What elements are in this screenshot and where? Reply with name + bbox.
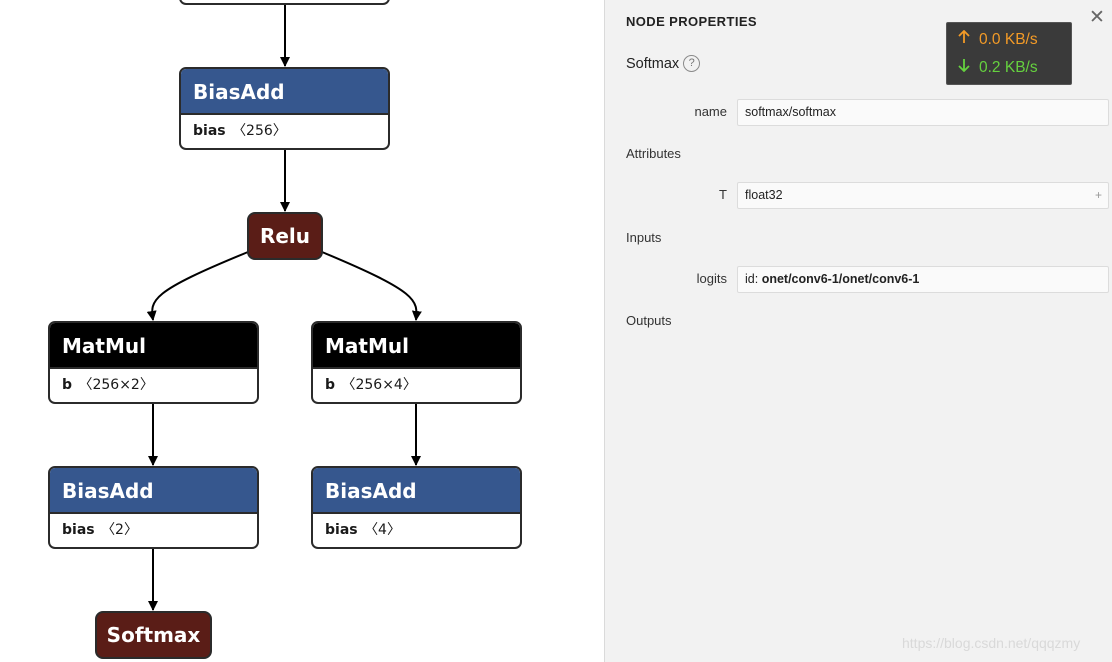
node-op-label: BiasAdd: [313, 468, 520, 514]
input-logits-field[interactable]: id: onet/conv6-1/onet/conv6-1: [737, 266, 1109, 293]
download-speed: 0.2 KB/s: [979, 58, 1038, 76]
attr-name: bias: [193, 123, 226, 139]
attr-name: b: [62, 377, 73, 393]
attributes-heading: Attributes: [626, 146, 681, 161]
watermark-text: https://blog.csdn.net/qqqzmy: [902, 635, 1081, 651]
help-icon[interactable]: ?: [683, 55, 701, 72]
node-attribute: b 〈256×4〉: [313, 369, 520, 402]
upload-speed: 0.0 KB/s: [979, 30, 1038, 48]
op-name: Softmax: [626, 55, 680, 72]
attr-name: b: [325, 377, 336, 393]
node-matmul-left[interactable]: MatMul b 〈256×2〉: [48, 321, 259, 404]
attr-name: bias: [62, 522, 95, 538]
node-attribute: bias 〈2〉: [50, 514, 257, 547]
attr-value: 〈2〉: [101, 522, 138, 538]
node-relu[interactable]: Relu: [247, 212, 323, 260]
node-partial-top[interactable]: [179, 0, 390, 5]
attr-value: 〈4〉: [364, 522, 401, 538]
input-id-value: onet/conv6-1/onet/conv6-1: [761, 272, 920, 286]
attr-value: 〈256×2〉: [78, 377, 154, 393]
node-matmul-right[interactable]: MatMul b 〈256×4〉: [311, 321, 522, 404]
download-speed-row: 0.2 KB/s: [957, 58, 1038, 77]
node-op-label: MatMul: [50, 323, 257, 369]
edge-relu-to-matmul-right: [321, 251, 422, 321]
expand-icon[interactable]: +: [1094, 188, 1102, 202]
attr-t-label: T: [719, 187, 727, 202]
node-biasadd-left[interactable]: BiasAdd bias 〈2〉: [48, 466, 259, 549]
node-softmax[interactable]: Softmax: [95, 611, 212, 659]
input-logits-label: logits: [696, 271, 727, 286]
node-attribute: bias 〈4〉: [313, 514, 520, 547]
node-biasadd-right[interactable]: BiasAdd bias 〈4〉: [311, 466, 522, 549]
node-attribute: bias 〈256〉: [181, 115, 388, 148]
node-op-label: MatMul: [313, 323, 520, 369]
graph-canvas[interactable]: BiasAdd bias 〈256〉 Relu MatMul b 〈256×2〉…: [0, 0, 604, 662]
attr-name: bias: [325, 522, 358, 538]
input-id-prefix: id:: [745, 272, 759, 286]
node-attribute: b 〈256×2〉: [50, 369, 257, 402]
attr-t-value: float32: [745, 188, 783, 202]
graph-edges: [146, 4, 422, 611]
down-arrow-icon: [957, 58, 971, 77]
node-op-label: BiasAdd: [50, 468, 257, 514]
attr-value: 〈256〉: [232, 123, 287, 139]
close-icon[interactable]: ✕: [1089, 7, 1105, 28]
panel-title: NODE PROPERTIES: [626, 14, 757, 29]
name-field[interactable]: softmax/softmax: [737, 99, 1109, 126]
node-op-label: BiasAdd: [181, 69, 388, 115]
name-label: name: [694, 104, 727, 119]
network-speed-widget[interactable]: 0.0 KB/s 0.2 KB/s: [946, 22, 1072, 85]
op-title: Softmax ?: [626, 55, 701, 72]
inputs-heading: Inputs: [626, 230, 662, 245]
node-biasadd-top[interactable]: BiasAdd bias 〈256〉: [179, 67, 390, 150]
upload-speed-row: 0.0 KB/s: [957, 29, 1038, 49]
attr-t-field[interactable]: float32 +: [737, 182, 1109, 209]
node-properties-panel: NODE PROPERTIES ✕ Softmax ? name softmax…: [604, 0, 1112, 662]
edge-relu-to-matmul-left: [146, 251, 249, 321]
outputs-heading: Outputs: [626, 313, 672, 328]
up-arrow-icon: [957, 29, 971, 49]
attr-value: 〈256×4〉: [341, 377, 417, 393]
